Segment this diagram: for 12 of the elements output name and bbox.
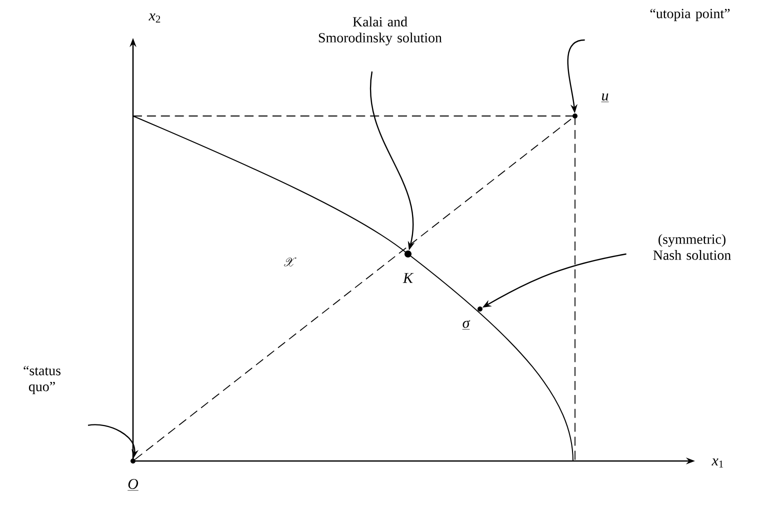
point-label: u [601,93,609,102]
point-dot [404,250,412,258]
point-label: O [127,478,139,491]
callout-text: (symmetric) Nash solution [653,234,731,260]
point-label: σ [462,320,470,330]
region-label: $\mathscr{X}$ [284,258,296,266]
axis-label: x$_{1}$ [712,458,724,468]
callout-text: “utopia point” [650,8,730,22]
callout-text: “status quo” [24,366,60,394]
point-label: K [402,273,414,283]
axis-label: x$_{2}$ [148,14,160,22]
callout-text: Kalai and Smorodinsky solution [318,16,442,46]
